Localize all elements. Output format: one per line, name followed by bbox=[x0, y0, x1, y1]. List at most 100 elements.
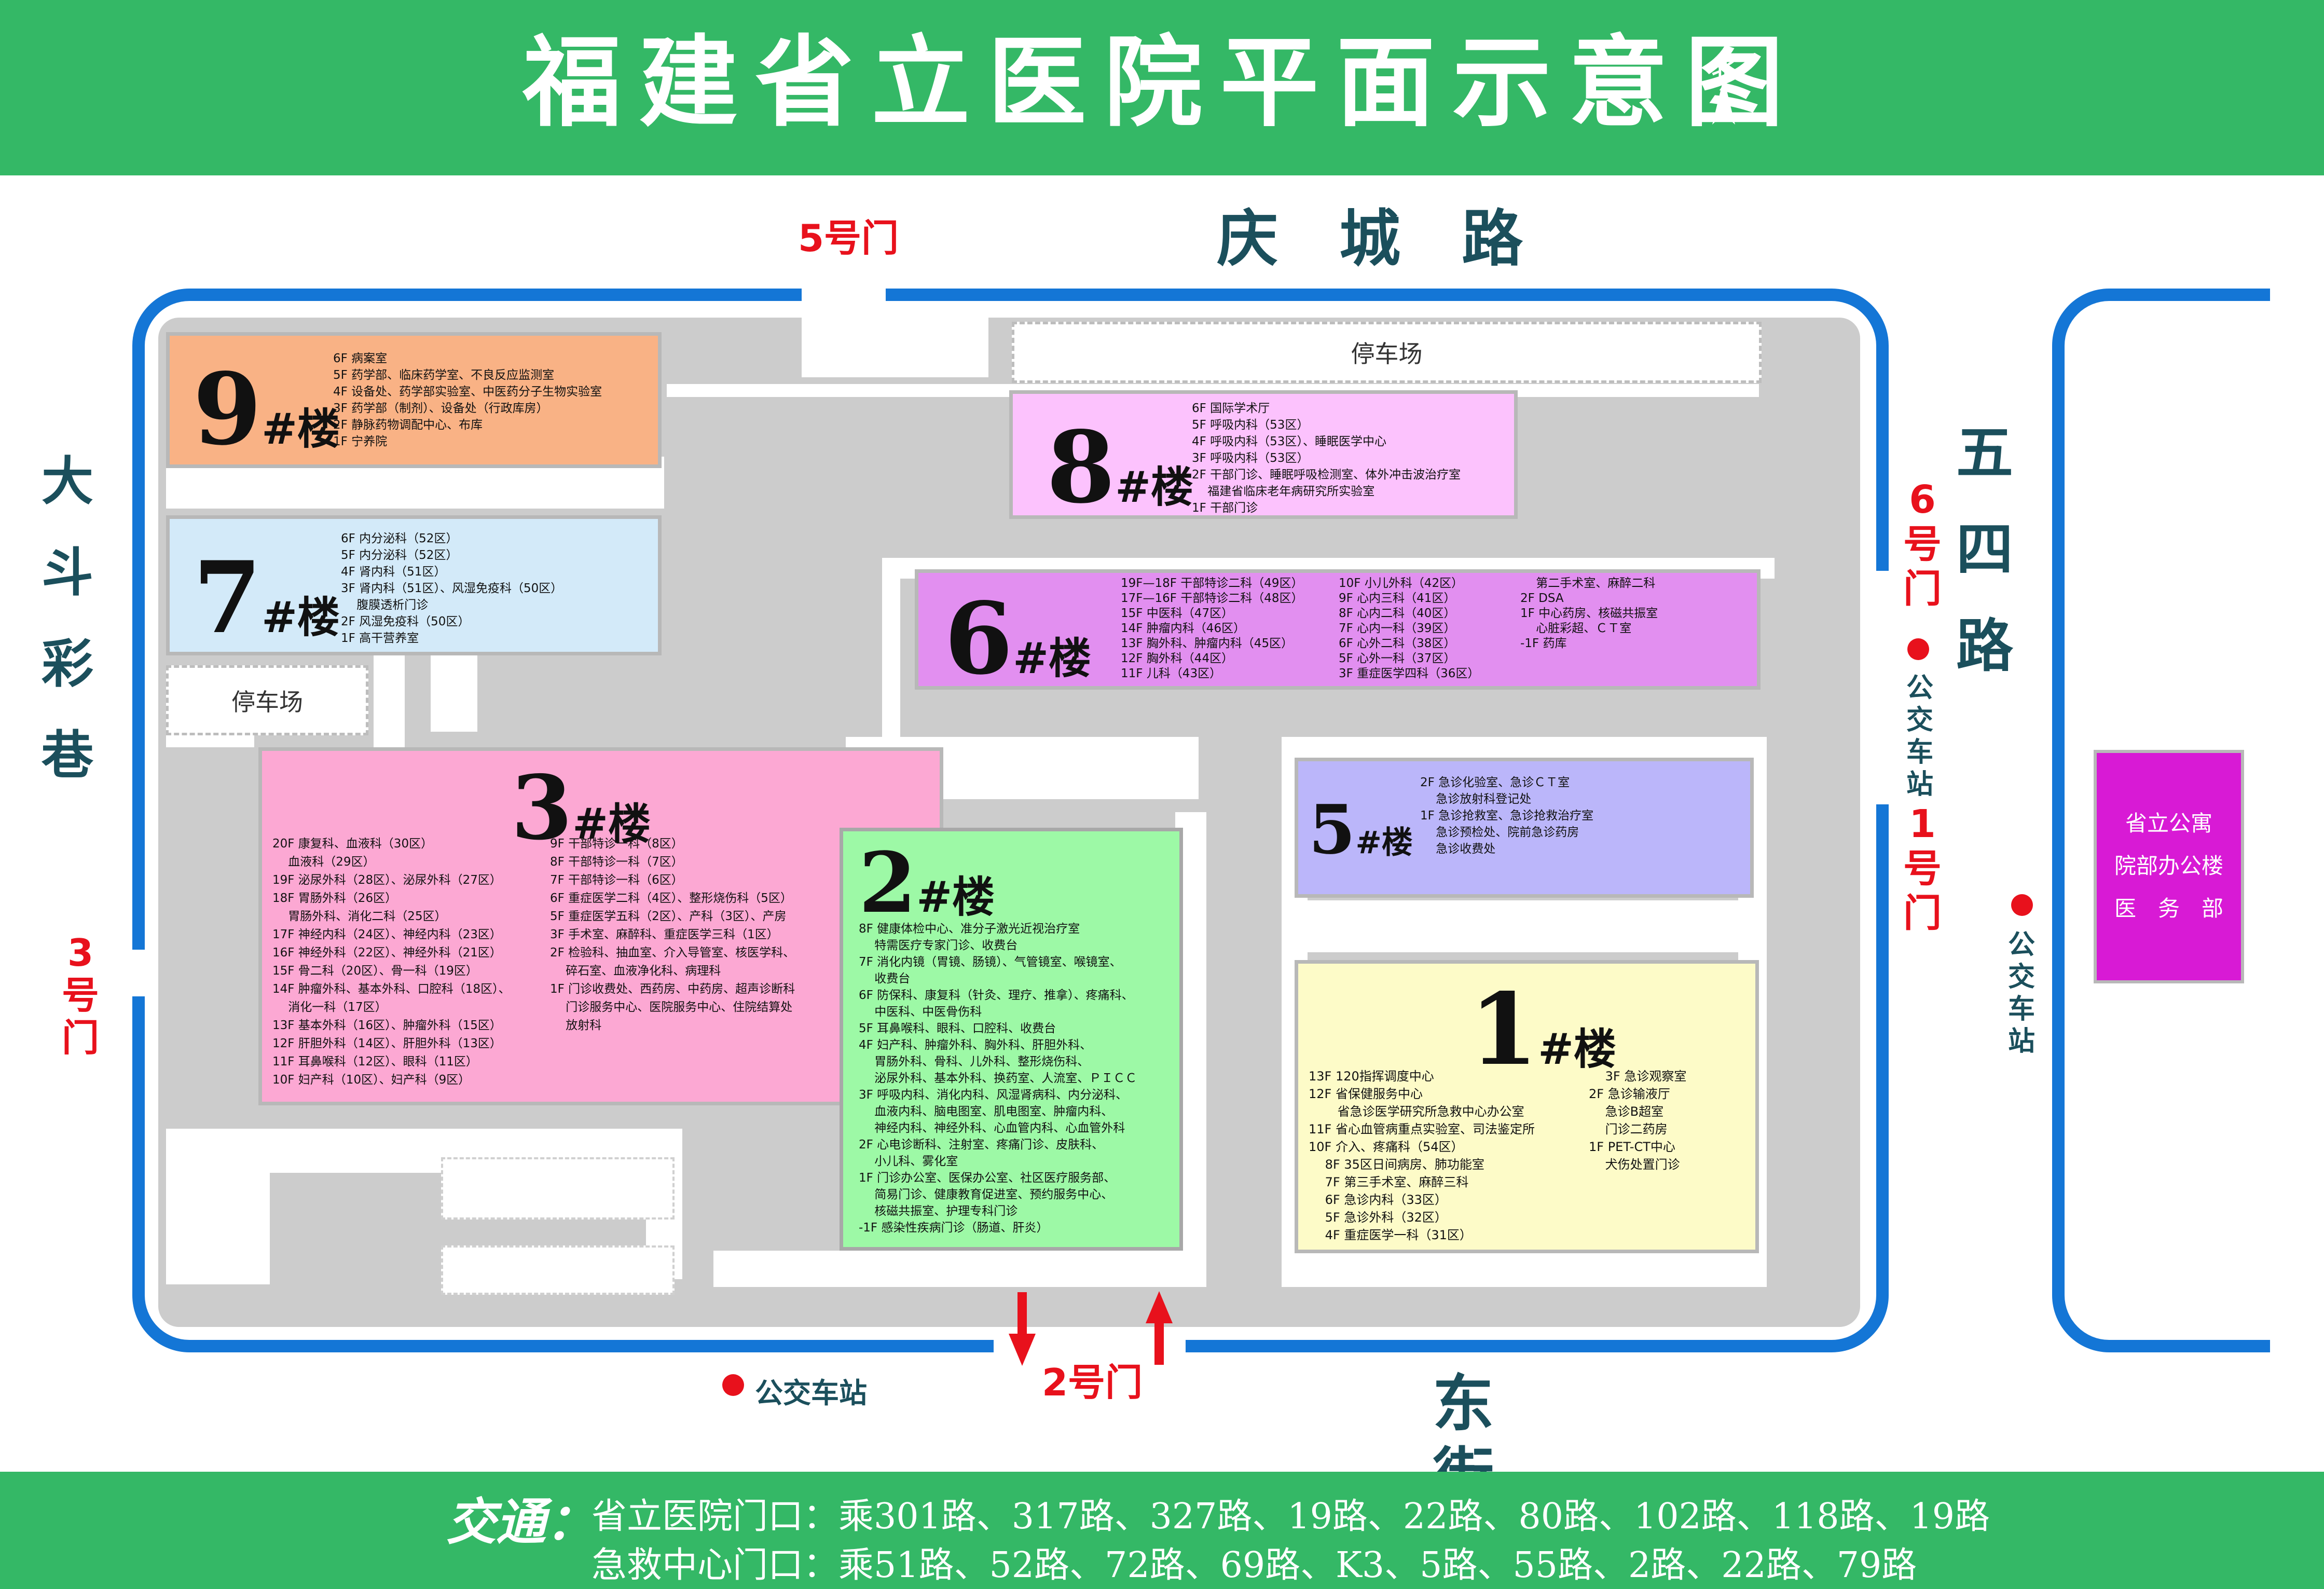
traffic-line-hospital: 省立医院门口：乘301路、317路、327路、19路、22路、80路、102路、… bbox=[592, 1496, 1990, 1537]
floor-entry: 心脏彩超、ＣＴ室 bbox=[1520, 622, 1632, 635]
building-3-floor-list-1: 20F 康复科、血液科（30区） 血液科（29区）19F 泌尿外科（28区）、泌… bbox=[272, 835, 511, 1089]
floor-entry: 17F—16F 干部特诊二科（48区） bbox=[1121, 592, 1303, 605]
floor-entry: 1F 门诊收费处、西药房、中药房、超声诊断科 bbox=[550, 982, 795, 996]
floor-entry: -1F 感染性疾病门诊（肠道、肝炎） bbox=[859, 1221, 1049, 1235]
floor-entry: 3F 药学部（制剂）、设备处（行政库房） bbox=[333, 402, 548, 415]
floor-entry: 8F 健康体检中心、准分子激光近视治疗室 bbox=[859, 922, 1080, 936]
parking-lot-west: 停车场 bbox=[166, 665, 368, 735]
floor-entry: 10F 小儿外科（42区） bbox=[1339, 577, 1464, 590]
floor-entry: 7F 干部特诊一科（6区） bbox=[550, 873, 683, 887]
floor-entry: 福建省临床老年病研究所实验室 bbox=[1192, 485, 1375, 498]
annex-label: 省立公寓 院部办公楼 医 务 部 bbox=[2114, 811, 2223, 921]
floor-entry: 4F 肾内科（51区） bbox=[341, 565, 446, 579]
building-8-label: 8#楼 bbox=[1047, 409, 1193, 519]
floor-entry: 7F 心内一科（39区） bbox=[1339, 622, 1456, 635]
exit-arrow-shaft bbox=[1154, 1321, 1164, 1365]
open-area bbox=[802, 318, 988, 377]
floor-entry: 12F 省保健服务中心 bbox=[1309, 1087, 1423, 1101]
building-3-floor-list-2: 9F 干部特诊一科（8区）8F 干部特诊一科（7区）7F 干部特诊一科（6区）6… bbox=[550, 835, 795, 1035]
annex-boundary bbox=[2052, 289, 2270, 1352]
building-6-floor-list-1: 19F—18F 干部特诊二科（49区）17F—16F 干部特诊二科（48区）15… bbox=[1121, 576, 1303, 681]
floor-entry: 10F 介入、疼痛科（54区） bbox=[1309, 1140, 1464, 1154]
floor-entry: 5F 耳鼻喉科、眼科、口腔科、收费台 bbox=[859, 1022, 1056, 1035]
floor-entry: 8F 心内二科（40区） bbox=[1339, 607, 1456, 620]
building-3[interactable]: 3#楼 20F 康复科、血液科（30区） 血液科（29区）19F 泌尿外科（28… bbox=[258, 747, 943, 1105]
floor-entry: 血液内科、脑电图室、肌电图室、肿瘤内科、 bbox=[859, 1105, 1113, 1118]
floor-entry: 3F 重症医学四科（36区） bbox=[1339, 667, 1480, 680]
floor-entry: 6F 防保科、康复科（针灸、理疗、推拿）、疼痛科、 bbox=[859, 989, 1134, 1002]
bus-stop-label-south: 公交车站 bbox=[755, 1377, 867, 1409]
floor-entry: 简易门诊、健康教育促进室、预约服务中心、 bbox=[859, 1188, 1113, 1201]
small-lot bbox=[441, 1157, 675, 1220]
floor-entry: 胃肠外科、消化二科（25区） bbox=[272, 910, 447, 923]
road-qingcheng: 庆 城 路 bbox=[1216, 203, 1523, 275]
gate-5-gap[interactable] bbox=[802, 285, 886, 304]
floor-entry: 1F 门诊办公室、医保办公室、社区医疗服务部、 bbox=[859, 1171, 1116, 1185]
floor-entry: 2F 急诊化验室、急诊ＣＴ室 bbox=[1420, 776, 1570, 789]
small-lot bbox=[441, 1245, 675, 1295]
floor-entry: 放射科 bbox=[550, 1019, 602, 1032]
floor-entry: 4F 重症医学一科（31区） bbox=[1309, 1228, 1472, 1242]
floor-entry: 2F 心电诊断科、注射室、疼痛门诊、皮肤科、 bbox=[859, 1138, 1104, 1152]
parking-lot-north: 停车场 bbox=[1012, 322, 1762, 383]
floor-entry: 神经内科、神经外科、心血管内科、心血管外科 bbox=[859, 1121, 1125, 1135]
floor-entry: 8F 干部特诊一科（7区） bbox=[550, 855, 683, 869]
floor-entry: 14F 肿瘤外科、基本外科、口腔科（18区）、 bbox=[272, 982, 511, 996]
floor-entry: 11F 儿科（43区） bbox=[1121, 667, 1222, 680]
floor-entry: 15F 骨二科（20区）、骨一科（19区） bbox=[272, 964, 478, 978]
annex-building[interactable]: 省立公寓 院部办公楼 医 务 部 bbox=[2094, 750, 2244, 983]
floor-entry: 中医科、中医骨伤科 bbox=[859, 1005, 982, 1019]
floor-entry: 2F 静脉药物调配中心、布库 bbox=[333, 418, 483, 432]
floor-entry: 2F 风湿免疫科（50区） bbox=[341, 615, 470, 628]
floor-entry: 3F 肾内科（51区）、风湿免疫科（50区） bbox=[341, 582, 563, 595]
floor-entry: 15F 中医科（47区） bbox=[1121, 607, 1234, 620]
floor-entry: 12F 肝胆外科（14区）、肝胆外科（13区） bbox=[272, 1037, 502, 1050]
building-7[interactable]: 7#楼 6F 内分泌科（52区）5F 内分泌科（52区）4F 肾内科（51区）3… bbox=[166, 515, 662, 655]
floor-entry: 3F 手术室、麻醉科、重症医学三科（1区） bbox=[550, 928, 779, 941]
open-area bbox=[1282, 737, 1759, 760]
floor-entry: 急诊收费处 bbox=[1420, 842, 1496, 856]
bus-stop-label-east: 公交车站 bbox=[1906, 673, 1933, 800]
floor-entry: 胃肠外科、骨科、儿外科、整形烧伤科、 bbox=[859, 1055, 1090, 1069]
gate-6-gap[interactable] bbox=[1872, 571, 1893, 804]
open-area bbox=[374, 654, 405, 747]
open-area bbox=[431, 654, 477, 732]
floor-entry: 4F 设备处、药学部实验室、中医药分子生物实验室 bbox=[333, 385, 602, 399]
building-7-floor-list: 6F 内分泌科（52区）5F 内分泌科（52区）4F 肾内科（51区）3F 肾内… bbox=[341, 530, 562, 647]
building-6-floor-list-2: 10F 小儿外科（42区） 9F 心内三科（41区） 8F 心内二科（40区） 7F … bbox=[1339, 576, 1479, 681]
gate-3-gap[interactable] bbox=[129, 950, 149, 996]
gate-2-label: 2号门 bbox=[1041, 1361, 1143, 1404]
floor-entry: 1F 宁养院 bbox=[333, 435, 388, 448]
floor-entry: 13F 基本外科（16区）、肿瘤外科（15区） bbox=[272, 1019, 502, 1032]
building-6[interactable]: 6#楼 19F—18F 干部特诊二科（49区）17F—16F 干部特诊二科（48… bbox=[915, 569, 1761, 690]
floor-entry: 2F 急诊输液厅 bbox=[1589, 1087, 1670, 1101]
bus-stop-marker bbox=[722, 1374, 744, 1396]
map-title: 福建省立医院平面示意图 bbox=[522, 25, 1802, 140]
building-3-label: 3#楼 bbox=[511, 756, 651, 860]
building-7-label: 7#楼 bbox=[193, 540, 340, 655]
floor-entry: 9F 心内三科（41区） bbox=[1339, 592, 1456, 605]
floor-entry: 6F 重症医学二科（4区）、整形烧伤科（5区） bbox=[550, 892, 792, 905]
floor-entry: 2F 检验科、抽血室、介入导管室、核医学科、 bbox=[550, 946, 795, 960]
floor-entry: 16F 神经外科（22区）、神经外科（21区） bbox=[272, 946, 502, 960]
floor-entry: 核磁共振室、护理专科门诊 bbox=[859, 1204, 1018, 1218]
floor-entry: 2F DSA bbox=[1520, 592, 1564, 605]
campus-grounds bbox=[721, 1105, 840, 1126]
floor-entry: 19F 泌尿外科（28区）、泌尿外科（27区） bbox=[272, 873, 502, 887]
floor-entry: 13F 120指挥调度中心 bbox=[1309, 1069, 1434, 1084]
floor-entry: 血液科（29区） bbox=[272, 855, 375, 869]
floor-entry: 6F 心外二科（38区） bbox=[1339, 637, 1456, 650]
floor-entry: 第二手术室、麻醉二科 bbox=[1520, 577, 1656, 590]
floor-entry: 14F 肿瘤内科（46区） bbox=[1121, 622, 1246, 635]
floor-entry: 18F 胃肠外科（26区） bbox=[272, 892, 397, 905]
north-arrow-icon bbox=[1712, 78, 1735, 125]
